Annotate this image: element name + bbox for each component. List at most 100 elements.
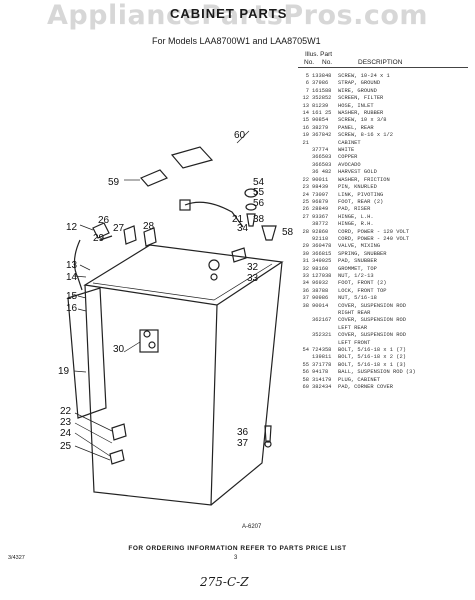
illus-number: 54: [302, 347, 309, 354]
callout-33: 33: [247, 273, 259, 284]
part-description: STRAP, GROUND: [338, 80, 381, 87]
part-description: COVER, SUSPENSION ROD: [338, 317, 406, 324]
part-description: PANEL, REAR: [338, 124, 374, 131]
table-header-illus: Illus. Part: [305, 51, 333, 58]
diagram-labels: 60 59 54 55 56 26 27 28 21 38 58 12 29 3…: [58, 130, 294, 452]
illus-number: 26: [302, 206, 309, 213]
part-number: 349025: [312, 258, 332, 265]
part-description: LINK, PIVOTING: [338, 191, 384, 198]
callout-24: 24: [60, 428, 72, 439]
figure-ref-number: A-6207: [242, 524, 262, 530]
part-number: 90011: [312, 176, 329, 183]
corner-cover-pad: [140, 169, 168, 187]
part-number: 314179: [312, 376, 332, 383]
part-number: 98439: [312, 184, 329, 191]
suspension-rod-ball: [245, 203, 257, 211]
illus-number: 21: [302, 139, 309, 146]
part-number: 96932: [312, 280, 329, 287]
part-number: 81239: [312, 102, 329, 109]
leader-line: [74, 445, 111, 461]
callout-36: 36: [237, 427, 249, 438]
top-grommet: [208, 259, 220, 271]
part-description: PAD, SNUBBER: [338, 258, 377, 265]
part-number: 92860: [312, 228, 329, 235]
illus-number: 55: [302, 361, 309, 368]
callout-60: 60: [234, 130, 246, 141]
part-number: 37774: [312, 147, 329, 154]
illus-number: 30: [302, 250, 309, 257]
illus-number: 7: [305, 87, 309, 94]
part-description: COPPER: [338, 154, 358, 161]
illus-number: 12: [302, 95, 309, 102]
callout-34: 34: [237, 223, 249, 234]
part-description: WASHER, FRICTION: [338, 176, 390, 183]
leader-line: [79, 224, 94, 231]
part-number: 38279: [312, 124, 329, 131]
handwritten-note: 275-C-Z: [200, 575, 249, 589]
callout-19: 19: [58, 366, 70, 377]
power-cord: [184, 201, 244, 228]
part-number: 352321: [312, 332, 332, 339]
illus-number: 5: [305, 73, 309, 79]
callout-23: 23: [60, 417, 72, 428]
part-description: RIGHT REAR: [338, 310, 371, 316]
part-number: 360478: [312, 243, 332, 250]
callout-12: 12: [66, 222, 78, 233]
illus-number: 23: [302, 184, 309, 191]
parts-row: 37774 WHITE: [297, 147, 472, 154]
part-number: 92110: [312, 235, 329, 242]
part-number: 98160: [312, 265, 329, 272]
part-number: [312, 310, 338, 317]
leader-line: [77, 308, 87, 312]
foot-nut: [264, 440, 272, 448]
parts-row: RIGHT REAR: [297, 310, 472, 317]
callout-14: 14: [66, 272, 78, 283]
part-number: 382434: [312, 384, 332, 391]
part-description: WIRE, GROUND: [338, 87, 377, 94]
illus-number: 34: [302, 280, 309, 287]
suspension-rod-cover: [244, 188, 258, 198]
parts-row: LEFT FRONT: [297, 340, 472, 347]
table-header-no1: No.: [304, 59, 315, 66]
callout-15: 15: [66, 291, 78, 302]
part-description: PLUG, CABINET: [338, 376, 381, 383]
rear-foot: [111, 423, 127, 441]
rear-foot: [109, 449, 125, 465]
part-number: 133848: [312, 73, 332, 79]
part-description: SCREEN, FILTER: [338, 95, 384, 102]
callout-27: 27: [113, 223, 125, 234]
corner-pad: [170, 146, 214, 169]
part-number: 366503: [312, 161, 332, 168]
part-description: SCREW, 10 x 3/8: [338, 117, 387, 124]
part-description: WHITE: [338, 147, 355, 154]
watermark: AppliancePartsPros.com: [46, 0, 429, 31]
callout-16: 16: [66, 303, 78, 314]
illus-number: 22: [302, 176, 309, 183]
callout-38: 38: [253, 214, 265, 225]
page-title: CABINET PARTS: [170, 6, 288, 21]
page-subtitle: For Models LAA8700W1 and LAA8705W1: [152, 36, 321, 46]
illus-number: 32: [302, 265, 309, 272]
